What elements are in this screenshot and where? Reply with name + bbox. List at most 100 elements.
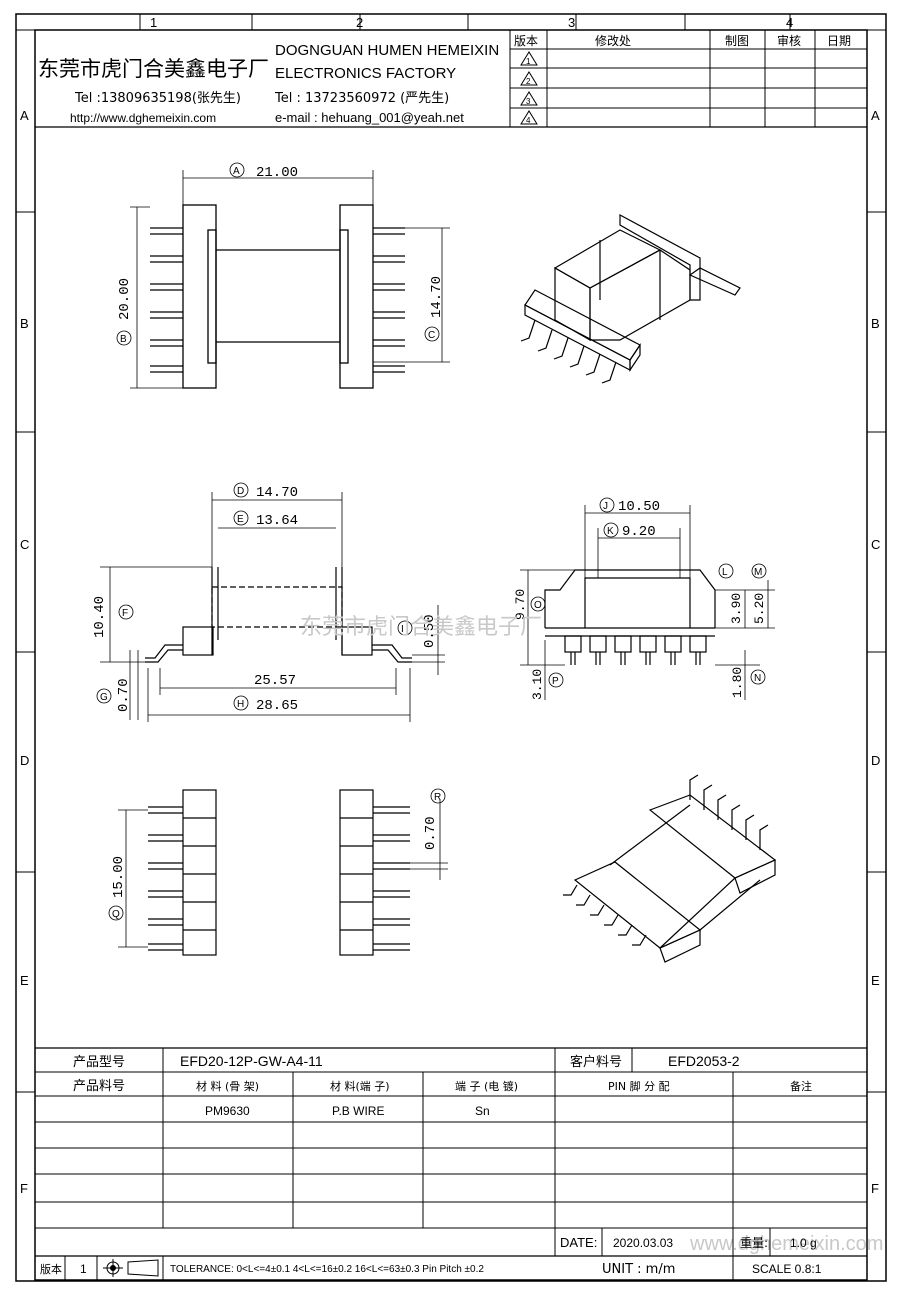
dim-value-k: 9.20 xyxy=(622,524,656,540)
col-label-4: 4 xyxy=(786,15,793,30)
top-view: A 21.00 B 20.00 C 14.70 xyxy=(116,162,450,389)
contact-tel-2: Tel : 13723560972 (严先生) xyxy=(274,91,449,106)
row-label-e-right: E xyxy=(871,973,880,988)
dim-value-g: 0.70 xyxy=(116,678,132,712)
value-date: 2020.03.03 xyxy=(613,1236,673,1250)
label-part-no: 产品料号 xyxy=(73,1079,125,1094)
tolerance-note: TOLERANCE: 0<L<=4±0.1 4<L<=16±0.2 16<L<=… xyxy=(170,1264,484,1275)
value-mat-pin: P.B WIRE xyxy=(332,1104,384,1118)
isometric-view-bottom xyxy=(563,774,777,963)
dim-value-span: 25.57 xyxy=(254,673,296,689)
dim-letter-a: A xyxy=(233,166,240,177)
outer-frame xyxy=(15,13,887,1282)
svg-text:2: 2 xyxy=(526,77,531,86)
dim-letter-g: G xyxy=(100,692,108,703)
projection-symbol-icon xyxy=(103,1259,159,1277)
dim-letter-h: H xyxy=(237,699,244,710)
dim-value-n: 1.80 xyxy=(730,667,745,698)
row-label-b: B xyxy=(20,316,29,331)
svg-text:4: 4 xyxy=(526,116,531,125)
row-label-b-right: B xyxy=(871,316,880,331)
row-label-d-right: D xyxy=(871,753,880,768)
dim-value-e: 13.64 xyxy=(256,513,298,529)
dim-letter-e: E xyxy=(237,514,244,525)
label-customer-part: 客户料号 xyxy=(570,1054,622,1070)
value-pin-plating: Sn xyxy=(475,1104,490,1118)
label-weight: 重量: xyxy=(740,1236,768,1250)
label-remark: 备注 xyxy=(790,1079,812,1093)
scale-label: SCALE 0.8:1 xyxy=(752,1262,822,1276)
row-label-c-right: C xyxy=(871,537,880,552)
dim-letter-m: M xyxy=(754,567,762,578)
spec-table: 产品型号 EFD20-12P-GW-A4-11 客户料号 EFD2053-2 产… xyxy=(34,1047,867,1280)
value-version: 1 xyxy=(80,1262,87,1276)
dim-value-m: 5.20 xyxy=(752,593,767,624)
rev-col-check: 审核 xyxy=(777,33,801,48)
dim-letter-p: P xyxy=(552,676,559,687)
company-name-en-2: ELECTRONICS FACTORY xyxy=(275,65,456,82)
bottom-view: R 0.70 Q 15.00 xyxy=(108,788,448,956)
value-mat-bobbin: PM9630 xyxy=(205,1104,250,1118)
col-label-3: 3 xyxy=(568,15,575,30)
dim-letter-b: B xyxy=(120,334,127,345)
dim-letter-j: J xyxy=(603,501,608,512)
row-label-f: F xyxy=(20,1181,28,1196)
value-customer-part: EFD2053-2 xyxy=(668,1053,740,1069)
dim-value-j: 10.50 xyxy=(618,499,660,515)
rev-triangle-3: 3 xyxy=(520,91,538,106)
revision-table: 版本 修改处 制图 审核 日期 1 2 3 4 xyxy=(510,30,867,127)
dim-letter-o: O xyxy=(534,600,542,611)
dim-value-o: 9.70 xyxy=(513,589,528,620)
dim-value-b: 20.00 xyxy=(117,278,133,320)
unit-label: UNIT : m/m xyxy=(602,1262,675,1277)
dim-letter-k: K xyxy=(607,526,614,537)
website-url: http://www.dghemeixin.com xyxy=(70,111,216,125)
label-model: 产品型号 xyxy=(73,1055,125,1070)
dim-letter-q: Q xyxy=(112,909,120,920)
rev-col-date: 日期 xyxy=(827,34,851,48)
dim-value-i: 0.50 xyxy=(422,614,438,648)
rev-col-change: 修改处 xyxy=(595,33,631,48)
dim-letter-r: R xyxy=(434,792,441,803)
side-view: D 14.70 E 13.64 F 10.40 G 0.70 25.57 H 2… xyxy=(92,482,445,722)
row-label-a-right: A xyxy=(871,108,880,123)
row-label-a: A xyxy=(20,108,29,123)
value-model: EFD20-12P-GW-A4-11 xyxy=(180,1053,323,1069)
label-version: 版本 xyxy=(40,1262,62,1276)
dim-value-d: 14.70 xyxy=(256,485,298,501)
contact-email: e-mail : hehuang_001@yeah.net xyxy=(275,110,464,125)
label-date: DATE: xyxy=(560,1235,597,1250)
row-label-d: D xyxy=(20,753,29,768)
row-grid: A A B B C C D D E E F F xyxy=(16,108,886,1196)
value-weight: 1.0 g xyxy=(790,1236,817,1250)
company-name-en-1: DOGNGUAN HUMEN HEMEIXIN xyxy=(275,42,499,59)
watermark-text: 东莞市虎门合美鑫电子厂 xyxy=(300,614,542,639)
dim-letter-n: N xyxy=(754,673,761,684)
isometric-view-top xyxy=(520,213,741,384)
dim-letter-l: L xyxy=(722,567,728,578)
label-mat-bobbin: 材 料 (骨 架) xyxy=(196,1079,259,1093)
front-view: J 10.50 K 9.20 L M 3.90 5.20 N 1.80 O 9.… xyxy=(513,497,775,700)
svg-text:3: 3 xyxy=(526,97,531,106)
col-label-2: 2 xyxy=(356,15,363,30)
label-pin-plating: 端 子 (电 镀) xyxy=(455,1079,518,1093)
dim-value-l: 3.90 xyxy=(729,593,744,624)
rev-triangle-2: 2 xyxy=(520,71,538,86)
dim-value-h: 28.65 xyxy=(256,698,298,714)
row-label-c: C xyxy=(20,537,29,552)
contact-tel-1: Tel :13809635198(张先生) xyxy=(74,91,241,106)
dim-value-c: 14.70 xyxy=(429,276,445,318)
label-mat-pin: 材 料(端 子) xyxy=(330,1079,390,1093)
row-label-f-right: F xyxy=(871,1181,879,1196)
dim-value-a: 21.00 xyxy=(256,165,298,181)
dim-value-p: 3.10 xyxy=(530,669,545,700)
company-name-cn: 东莞市虎门合美鑫电子厂 xyxy=(38,57,269,81)
col-label-1: 1 xyxy=(150,15,157,30)
dim-value-f: 10.40 xyxy=(92,596,108,638)
dim-letter-f: F xyxy=(122,608,128,619)
dim-value-r: 0.70 xyxy=(423,816,439,850)
dim-letter-c: C xyxy=(428,330,435,341)
watermark-url: www.dghemeixin.com xyxy=(689,1233,883,1255)
rev-col-version: 版本 xyxy=(514,34,538,48)
column-grid: 1 2 3 4 xyxy=(16,14,886,31)
